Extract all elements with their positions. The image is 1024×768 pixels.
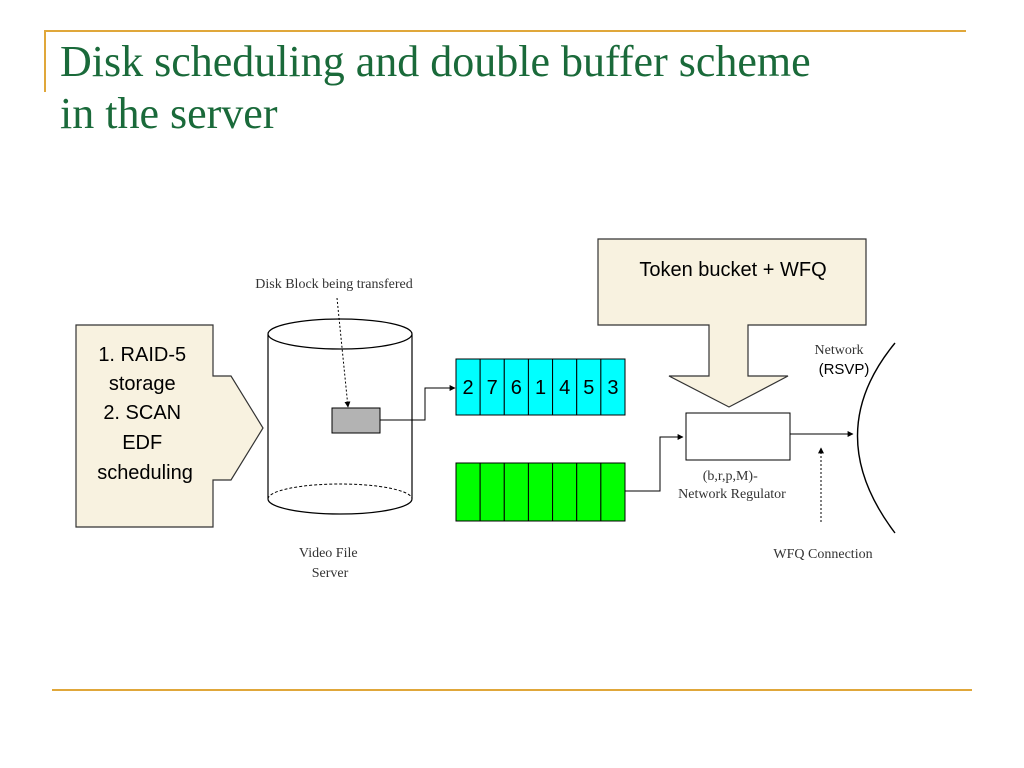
disk-block bbox=[331, 407, 381, 434]
buffer-bottom-cell bbox=[600, 462, 626, 522]
buffer-bottom-cell bbox=[527, 462, 554, 522]
slide-title-line-1: Disk scheduling and double buffer scheme bbox=[60, 37, 811, 86]
buffer-bottom bbox=[455, 462, 626, 522]
buffer-top-cell bbox=[600, 358, 626, 416]
buffer-top-block-label: 6 bbox=[511, 377, 522, 399]
token-bucket-label: Token bucket + WFQ bbox=[639, 259, 826, 281]
server-label-line-2: Server bbox=[312, 566, 349, 581]
network-label-line-2: (RSVP) bbox=[819, 361, 870, 378]
buffer-bottom-cell bbox=[479, 462, 505, 522]
buffer-top-cell bbox=[576, 358, 602, 416]
buffer-top-block-label: 1 bbox=[535, 377, 546, 399]
wfq-connection-label: WFQ Connection bbox=[773, 547, 872, 562]
buffer-top-block-label: 7 bbox=[487, 377, 498, 399]
buffer-top-cell bbox=[503, 358, 529, 416]
storage-arrow-shape bbox=[75, 324, 264, 528]
storage-arrow-line-4: EDF bbox=[122, 432, 162, 454]
buffer-bottom-cell bbox=[576, 462, 602, 522]
title-accent-bar bbox=[44, 30, 46, 92]
buffer-bottom-cell bbox=[552, 462, 578, 522]
disk-block-label: Disk Block being transfered bbox=[255, 277, 412, 292]
buffer-top-block-label: 3 bbox=[607, 377, 618, 399]
storage-arrow-line-1: 1. RAID-5 bbox=[98, 344, 186, 366]
disk-to-buffer-arrow bbox=[380, 385, 456, 421]
network-regulator bbox=[685, 412, 791, 461]
storage-arrow-line-2: storage bbox=[109, 373, 176, 395]
regulator-label-line-2: Network Regulator bbox=[678, 487, 786, 502]
title-accent-line bbox=[44, 30, 966, 32]
buffer-bottom-cell bbox=[503, 462, 529, 522]
network-label-line-1: Network bbox=[815, 343, 864, 358]
slide-title-line-2: in the server bbox=[60, 89, 278, 138]
buffer-top-block-label: 5 bbox=[583, 377, 594, 399]
buffer-top-cell bbox=[455, 358, 481, 416]
server-label-line-1: Video File bbox=[299, 546, 358, 561]
video-file-server-cylinder bbox=[267, 318, 413, 515]
server-label: Video File Server bbox=[299, 546, 361, 581]
network-curve bbox=[856, 342, 896, 534]
network-label: Network (RSVP) bbox=[815, 341, 870, 378]
buffer-bottom-cell bbox=[455, 462, 481, 522]
slide-title: Disk scheduling and double buffer scheme… bbox=[60, 36, 980, 140]
disk-block-pointer bbox=[336, 297, 351, 408]
token-bucket-callout bbox=[597, 238, 867, 408]
buffer-top-block-label: 2 bbox=[463, 377, 474, 399]
regulator-label-line-1: (b,r,p,M)- bbox=[703, 469, 758, 484]
storage-arrow-line-3: 2. SCAN bbox=[103, 402, 181, 424]
buffer-top-cell bbox=[552, 358, 578, 416]
footer-accent-line bbox=[52, 689, 972, 691]
buffer-to-regulator-arrow bbox=[625, 434, 684, 492]
buffer-top-cell bbox=[479, 358, 505, 416]
storage-arrow-text: 1. RAID-5 storage 2. SCAN EDF scheduling bbox=[97, 344, 193, 484]
regulator-label: (b,r,p,M)- Network Regulator bbox=[678, 469, 786, 502]
buffer-top-block-label: 4 bbox=[559, 377, 570, 399]
storage-arrow-line-5: scheduling bbox=[97, 462, 193, 484]
